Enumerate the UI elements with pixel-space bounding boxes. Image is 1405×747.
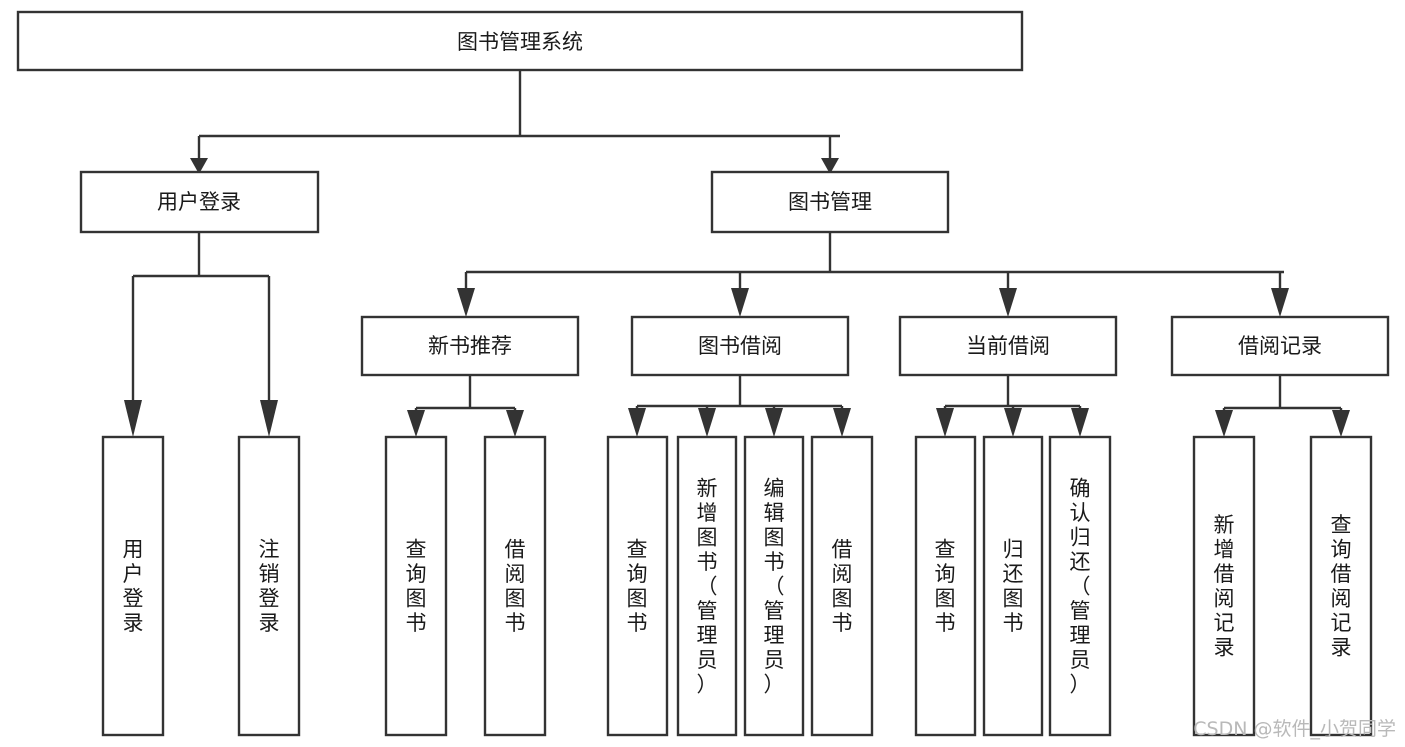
arrow-to-leaf-query-book-3 [936,408,954,437]
leaf-user-login-label: 用户登录 [123,538,144,636]
connector-layer [124,70,1350,437]
leaf-query-book-2-label: 查询图书 [627,538,648,636]
node-new-book-rec-box[interactable] [360,315,580,377]
leaf-query-record-label: 查询借阅记录 [1331,513,1352,660]
node-borrow-record-label: 借阅记录 [1238,334,1322,358]
leaf-user-login-box[interactable] [101,435,165,737]
node-book-borrow-label: 图书借阅 [698,334,782,358]
leaf-borrow-book-1[interactable]: 借阅图书 [483,435,547,737]
watermark-label: CSDN @软件_小贺同学 [1193,718,1396,740]
leaf-query-book-2[interactable]: 查询图书 [606,435,669,737]
node-current-borrow-box[interactable] [898,315,1118,377]
arrow-to-leaf-borrow-book-2 [833,408,851,437]
arrow-to-leaf-logout [260,400,278,437]
node-book-manage[interactable]: 图书管理 [710,170,950,234]
leaf-edit-book[interactable]: 编辑图书（管理员） [743,435,805,737]
leaf-logout[interactable]: 注销登录 [237,435,301,737]
leaf-add-book-box[interactable] [676,435,738,737]
node-root-box[interactable] [16,10,1024,72]
leaf-add-book-label: 新增图书（管理员） [697,476,718,696]
leaf-user-login[interactable]: 用户登录 [101,435,165,737]
node-root[interactable]: 图书管理系统 [16,10,1024,72]
arrow-to-leaf-confirm-return [1071,408,1089,437]
arrow-to-leaf-borrow-book-1 [506,410,524,437]
arrow-to-leaf-query-book-1 [407,410,425,437]
leaf-borrow-book-1-label: 借阅图书 [505,538,526,636]
node-borrow-record-box[interactable] [1170,315,1390,377]
leaf-confirm-return-box[interactable] [1048,435,1112,737]
leaf-borrow-book-2[interactable]: 借阅图书 [810,435,874,737]
leaf-logout-box[interactable] [237,435,301,737]
leaf-add-record-box[interactable] [1192,435,1256,737]
node-user-login[interactable]: 用户登录 [79,170,320,234]
arrow-to-book-borrow [731,288,749,317]
arrow-to-leaf-query-record [1332,410,1350,437]
leaf-logout-label: 注销登录 [259,538,280,636]
node-book-borrow[interactable]: 图书借阅 [630,315,850,377]
leaf-query-book-1[interactable]: 查询图书 [384,435,448,737]
leaf-query-record[interactable]: 查询借阅记录 [1309,435,1373,737]
leaf-query-book-3-box[interactable] [914,435,977,737]
leaf-return-book[interactable]: 归还图书 [982,435,1044,737]
arrow-to-new-book-rec [457,288,475,317]
node-root-label: 图书管理系统 [457,30,583,54]
node-book-manage-label: 图书管理 [788,190,872,214]
leaf-add-book[interactable]: 新增图书（管理员） [676,435,738,737]
node-new-book-rec[interactable]: 新书推荐 [360,315,580,377]
arrow-to-leaf-add-book [698,408,716,437]
arrow-root-to-book-manage [821,158,839,174]
leaf-borrow-book-1-box[interactable] [483,435,547,737]
arrow-to-current-borrow [999,288,1017,317]
node-current-borrow-label: 当前借阅 [966,334,1050,358]
arrow-to-leaf-add-record [1215,410,1233,437]
node-borrow-record[interactable]: 借阅记录 [1170,315,1390,377]
node-new-book-rec-label: 新书推荐 [428,334,512,358]
leaf-add-record-label: 新增借阅记录 [1214,513,1235,660]
node-book-borrow-box[interactable] [630,315,850,377]
leaf-query-book-1-box[interactable] [384,435,448,737]
leaf-return-book-label: 归还图书 [1003,538,1024,636]
leaf-confirm-return-label: 确认归还（管理员） [1070,476,1091,696]
arrow-to-borrow-record [1271,288,1289,317]
node-current-borrow[interactable]: 当前借阅 [898,315,1118,377]
leaf-borrow-book-2-box[interactable] [810,435,874,737]
node-book-manage-box[interactable] [710,170,950,234]
arrow-to-leaf-edit-book [765,408,783,437]
leaf-confirm-return[interactable]: 确认归还（管理员） [1048,435,1112,737]
leaf-return-book-box[interactable] [982,435,1044,737]
leaf-borrow-book-2-label: 借阅图书 [832,538,853,636]
node-user-login-box[interactable] [79,170,320,234]
arrow-root-to-user-login [190,158,208,174]
arrow-to-leaf-user-login [124,400,142,437]
node-user-login-label: 用户登录 [157,190,241,214]
leaf-query-book-3-label: 查询图书 [935,538,956,636]
leaf-query-book-3[interactable]: 查询图书 [914,435,977,737]
arrow-to-leaf-return-book [1004,408,1022,437]
leaf-query-book-1-label: 查询图书 [406,538,427,636]
leaf-query-record-box[interactable] [1309,435,1373,737]
leaf-edit-book-label: 编辑图书（管理员） [764,476,785,696]
leaf-add-record[interactable]: 新增借阅记录 [1192,435,1256,737]
arrow-to-leaf-query-book-2 [628,408,646,437]
leaf-query-book-2-box[interactable] [606,435,669,737]
leaf-edit-book-box[interactable] [743,435,805,737]
